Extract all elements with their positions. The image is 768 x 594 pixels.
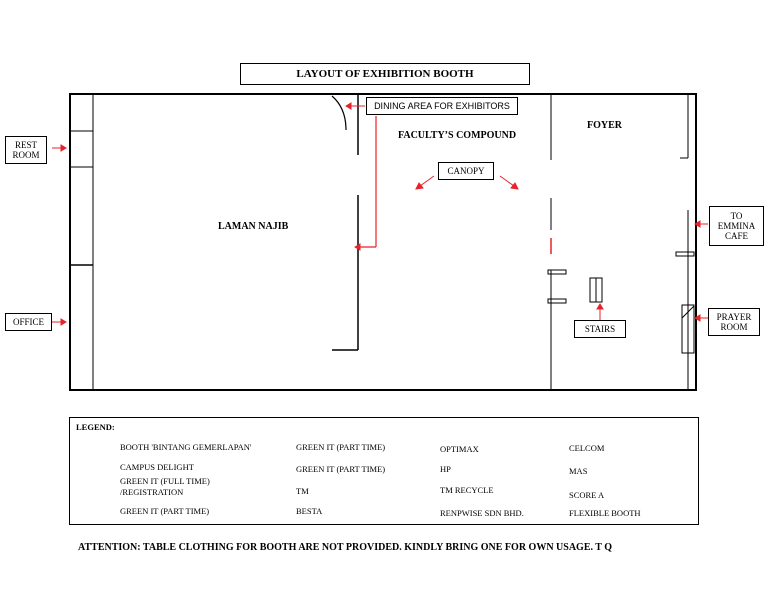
curved-wall xyxy=(331,95,347,131)
legend-item: BESTA xyxy=(296,506,323,516)
legend-item: CAMPUS DELIGHT xyxy=(120,462,194,472)
legend-item: CELCOM xyxy=(569,443,605,453)
prayer-room-label: PRAYER ROOM xyxy=(708,308,760,336)
prayer-door xyxy=(681,304,695,354)
legend-heading: LEGEND: xyxy=(76,422,115,432)
legend-panel: LEGEND: BOOTH 'BINTANG GEMERLAPAN' CAMPU… xyxy=(69,417,699,525)
stair-mark xyxy=(547,269,567,275)
stairs-label: STAIRS xyxy=(574,320,626,338)
legend-item: GREEN IT (PART TIME) xyxy=(296,442,386,452)
legend-item: BOOTH 'BINTANG GEMERLAPAN' xyxy=(120,442,252,452)
attention-note: ATTENTION: TABLE CLOTHING FOR BOOTH ARE … xyxy=(78,542,613,553)
layout-title: LAYOUT OF EXHIBITION BOOTH xyxy=(240,63,530,85)
office-label: OFFICE xyxy=(5,313,52,331)
area-foyer: FOYER xyxy=(587,120,622,131)
area-laman-najib: LAMAN NAJIB xyxy=(218,221,289,232)
area-faculty-compound: FACULTY’S COMPOUND xyxy=(398,130,517,141)
legend-item: FLEXIBLE BOOTH xyxy=(569,508,641,518)
building-outline xyxy=(69,93,697,391)
legend-item: TM RECYCLE xyxy=(440,485,494,495)
red-arrows xyxy=(52,102,708,326)
dining-area-label: DINING AREA FOR EXHIBITORS xyxy=(366,97,518,115)
canopy-label: CANOPY xyxy=(438,162,494,180)
legend-item: SCORE A xyxy=(569,490,605,500)
door-mark xyxy=(675,251,695,257)
legend-item: GREEN IT (FULL TIME) /REGISTRATION xyxy=(120,476,210,497)
legend-item: OPTIMAX xyxy=(440,444,479,454)
legend-item: GREEN IT (PART TIME) xyxy=(296,464,386,474)
legend-item: TM xyxy=(296,486,309,496)
emmina-cafe-label: TO EMMINA CAFE xyxy=(709,206,764,246)
legend-item: MAS xyxy=(569,466,588,476)
legend-item: RENPWISE SDN BHD. xyxy=(440,508,524,518)
stair-mark xyxy=(547,298,567,304)
legend-item: HP xyxy=(440,464,451,474)
legend-item: GREEN IT (PART TIME) xyxy=(120,506,210,516)
rest-room-label: REST ROOM xyxy=(5,136,47,164)
